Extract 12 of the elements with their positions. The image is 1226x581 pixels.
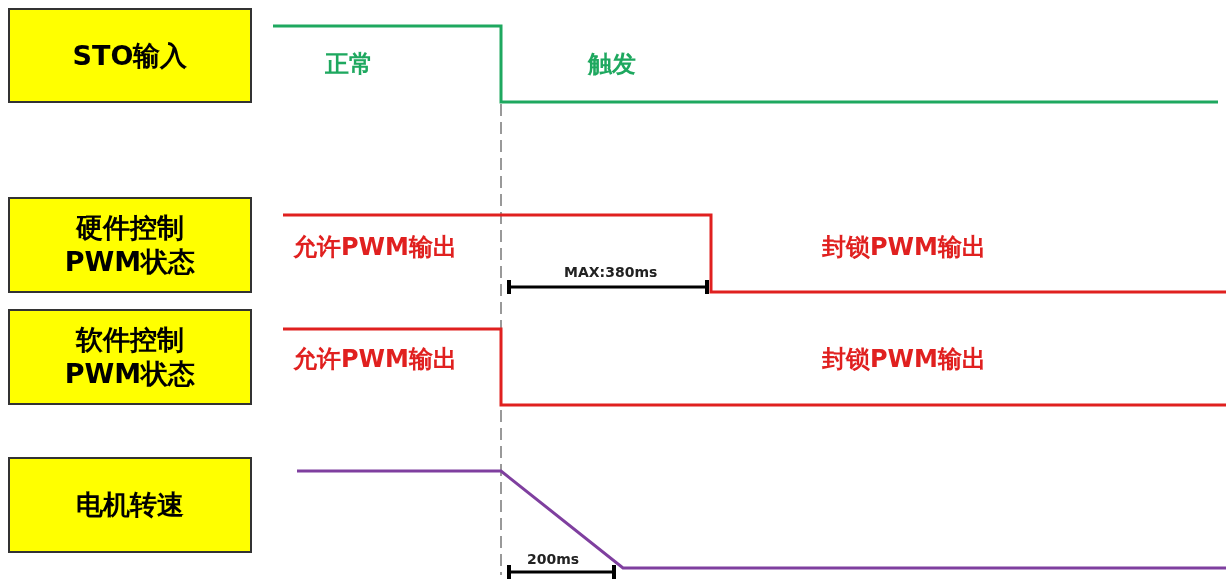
signal-name-box: 软件控制PWM状态 <box>8 309 252 405</box>
state-label: 触发 <box>588 49 636 80</box>
state-label: 允许PWM输出 <box>293 232 457 263</box>
dimension-label: 200ms <box>527 551 580 567</box>
signal-name-box: 电机转速 <box>8 457 252 553</box>
dimension-label: MAX:380ms <box>564 264 658 280</box>
signal-name-box: 硬件控制PWM状态 <box>8 197 252 293</box>
signal-name-box: STO输入 <box>8 8 252 103</box>
state-label: 封锁PWM输出 <box>822 232 986 263</box>
state-label: 正常 <box>325 49 373 80</box>
state-label: 允许PWM输出 <box>293 344 457 375</box>
state-label: 封锁PWM输出 <box>822 344 986 375</box>
